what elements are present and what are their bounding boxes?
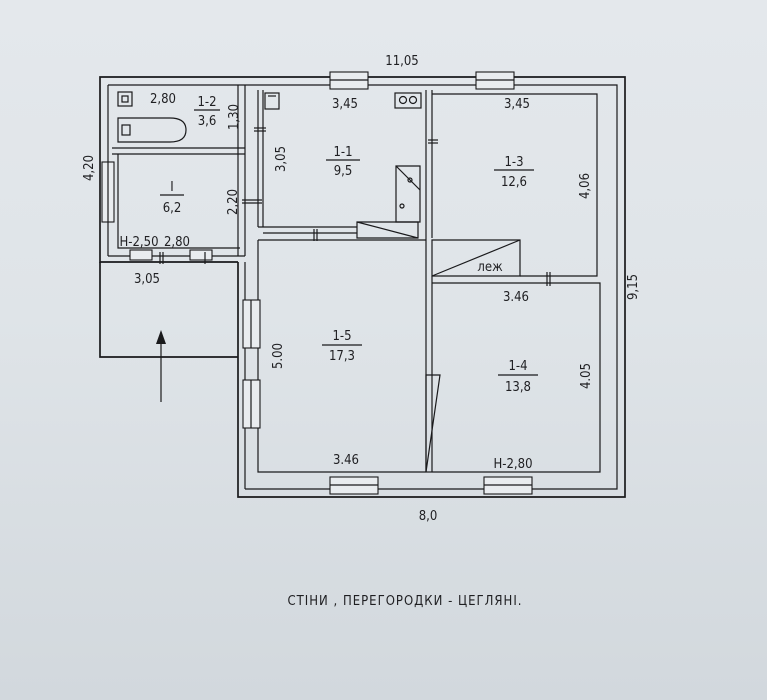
window-annex-bottom-1 <box>129 249 153 261</box>
room-area: 3,6 <box>198 114 217 129</box>
dim-annex-depth: 4,20 <box>82 155 97 181</box>
room-area: 17,3 <box>329 349 355 364</box>
room-number: 1-4 <box>508 359 527 374</box>
interior-partitions <box>112 85 601 473</box>
dim-1-4-depth: 4.05 <box>579 363 594 389</box>
room-area: 9,5 <box>334 164 353 179</box>
dim-I-width: 2,80 <box>164 235 190 250</box>
room-number: 1-3 <box>504 155 523 170</box>
room-number: 1-1 <box>333 145 352 160</box>
room-I: I 6,2 <box>160 180 184 216</box>
materials-caption: СТІНИ , ПЕРЕГОРОДКИ - ЦЕГЛЯНІ. <box>288 594 523 609</box>
exterior-walls <box>99 76 626 498</box>
dim-I-depth: 2,20 <box>226 189 241 215</box>
cooker-icon <box>394 92 422 109</box>
boiler-icon <box>117 91 133 107</box>
room-1-5: 1-5 17,3 <box>322 329 362 364</box>
room-area: 12,6 <box>501 175 527 190</box>
dim-vestibule-width: 3,05 <box>134 272 160 287</box>
room-1-2: 1-2 3,6 <box>194 95 220 129</box>
room-1-4: 1-4 13,8 <box>498 359 538 395</box>
sink-icon <box>264 92 280 110</box>
dim-overall-depth: 9,15 <box>626 274 641 300</box>
room-area: 6,2 <box>163 201 182 216</box>
bathtub-icon <box>117 117 187 143</box>
room-number: 1-2 <box>197 95 216 110</box>
dimension-labels: 11,05 8,0 9,15 4,20 2,80 1,30 3,45 3,45 … <box>82 54 641 524</box>
windows <box>101 71 533 495</box>
dim-1-2-width: 2,80 <box>150 92 176 107</box>
ceiling-height-annex: Н-2,50 <box>119 235 158 250</box>
room-number: 1-5 <box>332 329 351 344</box>
dim-1-1-depth: 3,05 <box>274 146 289 172</box>
dim-1-3-width: 3,45 <box>504 97 530 112</box>
dim-1-4-width: 3.46 <box>503 290 529 305</box>
room-area: 13,8 <box>505 380 531 395</box>
room-1-1: 1-1 9,5 <box>326 145 360 179</box>
dim-overall-width: 11,05 <box>385 54 418 69</box>
room-labels: 1-1 9,5 1-2 3,6 1-3 12,6 1-4 13,8 1-5 17… <box>160 95 538 395</box>
stove-icon <box>395 165 421 223</box>
dim-1-1-width: 3,45 <box>332 97 358 112</box>
window-annex-bottom-2 <box>189 249 213 261</box>
dim-1-2-depth: 1,30 <box>227 104 242 130</box>
dim-1-3-depth: 4,06 <box>578 173 593 199</box>
room-1-3: 1-3 12,6 <box>494 155 534 190</box>
dim-1-5-width: 3.46 <box>333 453 359 468</box>
dim-bottom-width: 8,0 <box>419 509 438 524</box>
fixtures <box>117 91 551 402</box>
dim-1-5-depth: 5.00 <box>271 343 286 369</box>
ceiling-height-main: Н-2,80 <box>493 457 532 472</box>
stove-bed-label: леж <box>477 260 503 275</box>
room-number: I <box>170 180 173 195</box>
